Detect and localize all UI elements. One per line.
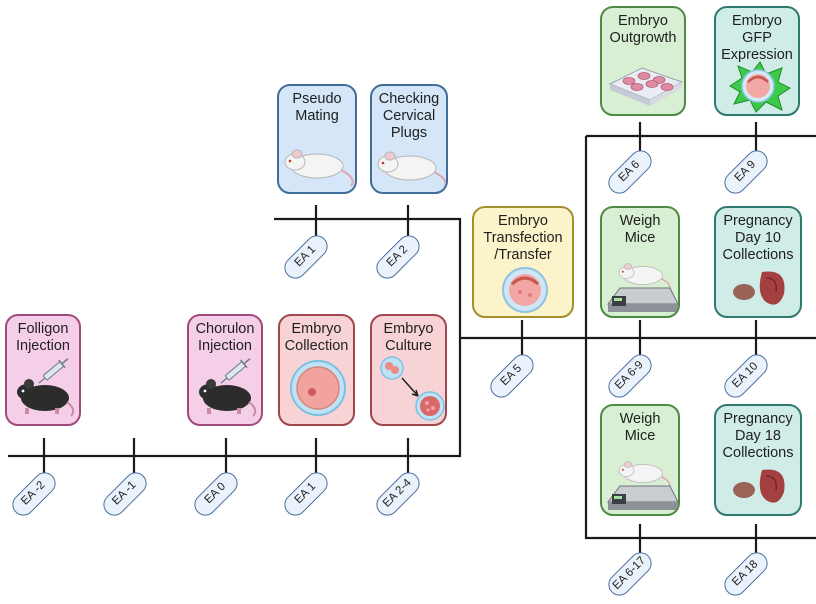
card-pregnancy-day-10: Pregnancy Day 10 Collections xyxy=(714,206,802,318)
card-embryo-transfection-transfer: Embryo Transfection /Transfer xyxy=(472,206,574,318)
card-embryo-gfp-expression: Embryo GFP Expression xyxy=(714,6,800,116)
embryo-icon xyxy=(290,360,346,416)
card-title: Chorulon Injection xyxy=(195,321,255,354)
card-title: Weigh Mice xyxy=(619,213,661,246)
uterus-placenta-icon xyxy=(732,468,786,504)
card-title: Embryo Outgrowth xyxy=(609,13,677,46)
card-weigh-mice-2: Weigh Mice xyxy=(600,404,680,516)
card-checking-cervical-plugs: Checking Cervical Plugs xyxy=(370,84,448,194)
gfp-embryo-icon xyxy=(729,61,791,113)
card-chorulon-injection: Chorulon Injection xyxy=(187,314,263,426)
uterus-placenta-icon xyxy=(732,270,786,306)
card-title: Embryo Collection xyxy=(284,321,349,354)
embryo-dish-icon xyxy=(502,267,548,313)
embryo-culture-icon xyxy=(380,356,445,421)
mouse-on-scale-icon xyxy=(607,262,678,313)
card-embryo-outgrowth: Embryo Outgrowth xyxy=(600,6,686,116)
white-mouse-icon xyxy=(377,151,446,189)
card-title: Checking Cervical Plugs xyxy=(378,91,440,141)
lower-timeline xyxy=(8,336,816,458)
upper-timeline xyxy=(274,217,462,338)
card-pseudo-mating: Pseudo Mating xyxy=(277,84,357,194)
black-mouse-syringe-icon xyxy=(198,354,257,417)
black-mouse-syringe-icon xyxy=(16,354,75,417)
card-embryo-collection: Embryo Collection xyxy=(278,314,355,426)
card-title: Pseudo Mating xyxy=(292,91,342,124)
card-title: Pregnancy Day 18 Collections xyxy=(722,411,794,461)
right-spine xyxy=(584,136,816,540)
card-title: Folligon Injection xyxy=(15,321,70,354)
card-pregnancy-day-18: Pregnancy Day 18 Collections xyxy=(714,404,802,516)
card-embryo-culture: Embryo Culture xyxy=(370,314,447,426)
card-weigh-mice-1: Weigh Mice xyxy=(600,206,680,318)
card-folligon-injection: Folligon Injection xyxy=(5,314,81,426)
card-title: Weigh Mice xyxy=(619,411,661,444)
card-title: Embryo Culture xyxy=(383,321,434,354)
card-title: Embryo GFP Expression xyxy=(721,13,793,63)
mouse-on-scale-icon xyxy=(607,460,678,511)
white-mouse-icon xyxy=(284,149,354,187)
card-title: Embryo Transfection /Transfer xyxy=(483,213,563,263)
card-title: Pregnancy Day 10 Collections xyxy=(722,213,794,263)
culture-plate-icon xyxy=(608,67,684,106)
